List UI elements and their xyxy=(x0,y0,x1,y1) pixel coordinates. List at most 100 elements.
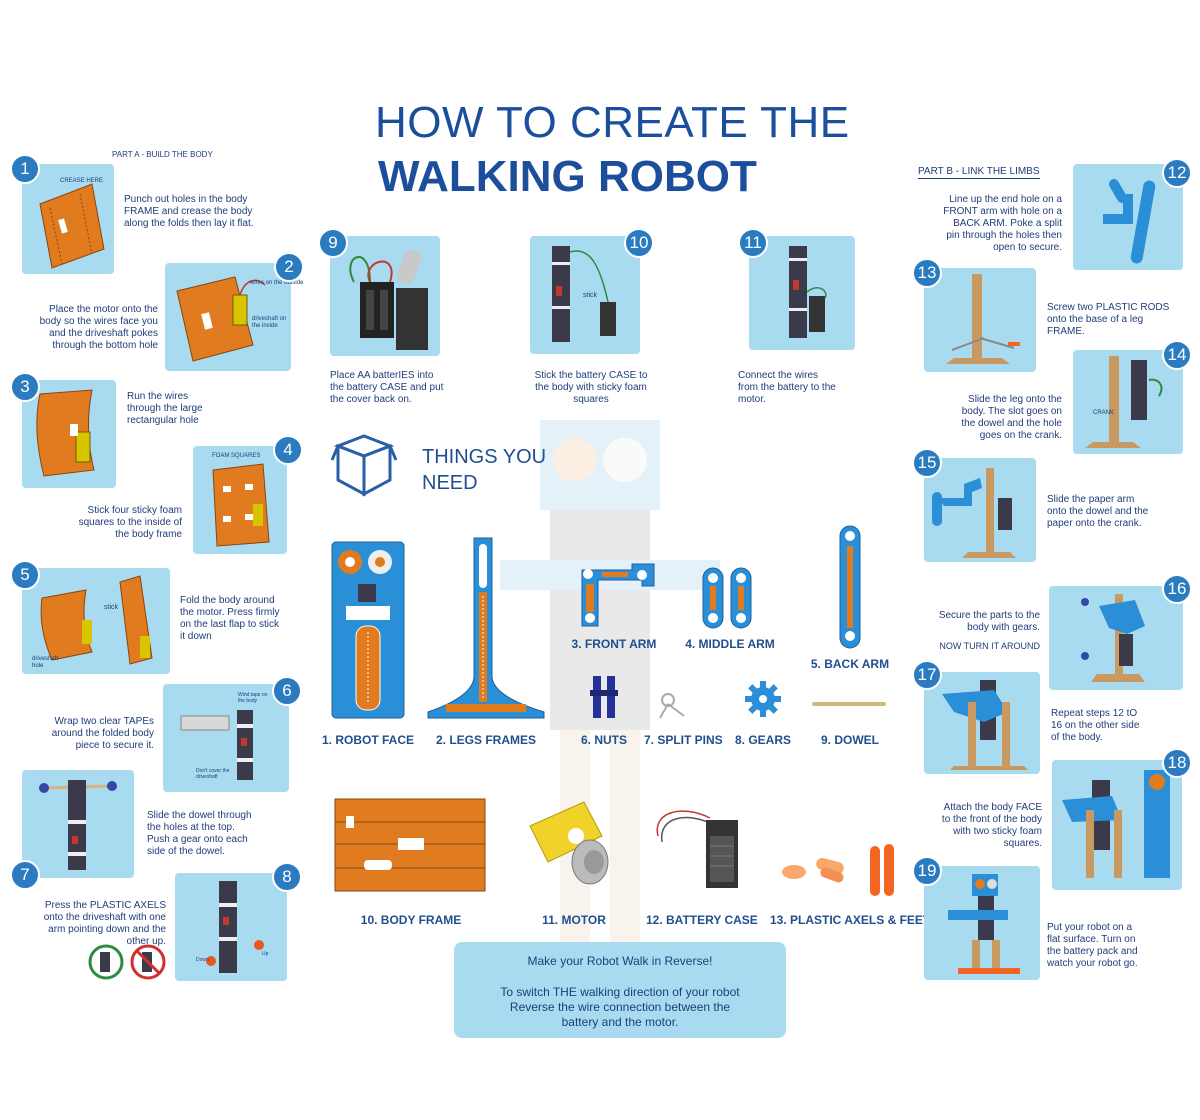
reverse-tip-title: Make your Robot Walk in Reverse! xyxy=(527,954,713,968)
robot-face-part xyxy=(330,540,406,720)
step-6-badge: 6 xyxy=(272,676,302,706)
step-5-text: Fold the body around the motor. Press fi… xyxy=(180,595,280,642)
step-1-label: CREASE HERE xyxy=(60,178,104,184)
things-line-1: THINGS YOU xyxy=(422,446,547,468)
step-18-text: Attach the body FACE to the front of the… xyxy=(941,802,1042,849)
step-2-badge: 2 xyxy=(274,252,304,282)
step-3-text: Run the wires through the large rectangu… xyxy=(127,391,203,426)
item-robot-face: 1. ROBOT FACE xyxy=(321,733,414,747)
step-16-turn-around: NOW TURN IT AROUND xyxy=(939,641,1040,651)
step-19-badge: 19 xyxy=(912,856,942,886)
step-4-text: Stick four sticky foam squares to the in… xyxy=(78,505,182,540)
step-11-badge: 11 xyxy=(738,228,768,258)
step-4-badge: 4 xyxy=(273,435,303,465)
step-7-badge: 7 xyxy=(10,860,40,890)
step-8-badge: 8 xyxy=(272,862,302,892)
legs-frame-part xyxy=(426,536,546,720)
step-7-illustration xyxy=(22,770,134,878)
step-5-badge: 5 xyxy=(10,560,40,590)
gears-part xyxy=(744,680,782,718)
dowel-part xyxy=(812,700,888,708)
step-16-text: Secure the parts to the body with gears. xyxy=(938,610,1040,633)
title-line-1: HOW TO CREATE THE xyxy=(375,98,850,147)
things-you-need-heading: THINGS YOU NEED xyxy=(422,444,546,496)
item-body-frame: 10. BODY FRAME xyxy=(360,913,462,927)
split-pins-part xyxy=(654,690,694,720)
step-9-illustration xyxy=(330,236,440,356)
item-back-arm: 5. BACK ARM xyxy=(810,657,890,671)
things-line-2: NEED xyxy=(422,472,478,494)
step-2-text: Place the motor onto the body so the wir… xyxy=(39,304,158,351)
step-1-illustration xyxy=(22,164,114,274)
item-middle-arm: 4. MIDDLE ARM xyxy=(685,637,775,651)
step-19-text: Put your robot on a flat surface. Turn o… xyxy=(1047,922,1138,969)
step-10-illustration xyxy=(530,236,640,354)
step-15-badge: 15 xyxy=(912,448,942,478)
motor-part xyxy=(524,796,628,888)
part-b-heading: PART B - LINK THE LIMBS xyxy=(918,166,1040,179)
step-10-text: Stick the battery CASE to the body with … xyxy=(534,370,648,405)
item-front-arm: 3. FRONT ARM xyxy=(571,637,657,651)
plastic-rods-part xyxy=(868,842,898,900)
step-11-illustration xyxy=(749,236,855,350)
item-legs-frames: 2. LEGS FRAMES xyxy=(435,733,536,747)
box-icon xyxy=(330,434,398,504)
front-arm-part xyxy=(574,556,658,632)
reverse-tip-body: To switch THE walking direction of your … xyxy=(500,985,740,1029)
step-5-label: stick xyxy=(104,604,118,611)
step-1-text: Punch out holes in the body FRAME and cr… xyxy=(124,194,254,229)
step-9-text: Place AA batterIES into the battery CASE… xyxy=(330,370,444,405)
step-3-illustration xyxy=(22,380,116,488)
item-battery-case: 12. BATTERY CASE xyxy=(646,913,758,927)
step-4-illustration xyxy=(193,446,287,554)
step-17-badge: 17 xyxy=(912,660,942,690)
step-18-illustration xyxy=(1052,760,1182,890)
step-13-text: Screw two PLASTIC RODS onto the base of … xyxy=(1047,302,1170,337)
step-1-badge: 1 xyxy=(10,154,40,184)
step-10-badge: 10 xyxy=(624,228,654,258)
step-14-illustration xyxy=(1073,350,1183,454)
step-8-illustration xyxy=(175,873,287,981)
step-10-label: stick xyxy=(583,292,597,299)
back-arm-part xyxy=(838,524,862,650)
step-16-badge: 16 xyxy=(1162,574,1192,604)
step-6-label: Wind tape on the body xyxy=(238,692,268,704)
step-2-label: wires on the outside xyxy=(250,280,304,286)
title-line-2: WALKING ROBOT xyxy=(378,152,757,201)
reverse-tip-box: Make your Robot Walk in Reverse! To swit… xyxy=(454,942,786,1038)
step-11-text: Connect the wires from the battery to th… xyxy=(738,370,836,405)
item-plastic-axels-feet: 13. PLASTIC AXELS & FEET xyxy=(770,913,931,927)
item-split-pins: 7. SPLIT PINS xyxy=(644,733,723,747)
step-6-text: Wrap two clear TAPEs around the folded b… xyxy=(51,716,154,751)
middle-arm-part xyxy=(700,566,756,630)
step-6-illustration xyxy=(163,684,289,792)
step-17-illustration xyxy=(924,672,1040,774)
step-7-text: Slide the dowel through the holes at the… xyxy=(147,810,252,857)
step-2-label-2: driveshaft on the inside xyxy=(252,316,287,329)
step-8-text: Press the PLASTIC AXELS onto the drivesh… xyxy=(43,900,166,947)
body-frame-part xyxy=(334,798,486,892)
item-nuts: 6. NUTS xyxy=(580,733,627,747)
step-14-badge: 14 xyxy=(1162,340,1192,370)
step-19-illustration xyxy=(924,866,1040,980)
axels-feet-part xyxy=(776,840,896,894)
step-5-label-2: driveshaft hole xyxy=(32,656,59,669)
step-3-badge: 3 xyxy=(10,372,40,402)
step-18-badge: 18 xyxy=(1162,748,1192,778)
step-15-text: Slide the paper arm onto the dowel and t… xyxy=(1047,494,1149,529)
step-13-illustration xyxy=(924,268,1036,372)
step-2-illustration xyxy=(165,263,291,371)
step-8-correct-icon xyxy=(88,944,124,980)
step-14-label: CRANK xyxy=(1093,410,1115,416)
nuts-part xyxy=(590,676,620,720)
step-8-label-2: Up xyxy=(262,951,269,957)
item-gears: 8. GEARS xyxy=(734,733,791,747)
part-a-heading: PART A - BUILD THE BODY xyxy=(112,150,213,159)
item-dowel: 9. DOWEL xyxy=(820,733,879,747)
step-9-badge: 9 xyxy=(318,228,348,258)
step-8-wrong-icon xyxy=(130,944,166,980)
step-12-badge: 12 xyxy=(1162,158,1192,188)
item-motor: 11. MOTOR xyxy=(542,913,606,927)
step-14-text: Slide the leg onto the body. The slot go… xyxy=(961,394,1062,441)
step-13-badge: 13 xyxy=(912,258,942,288)
